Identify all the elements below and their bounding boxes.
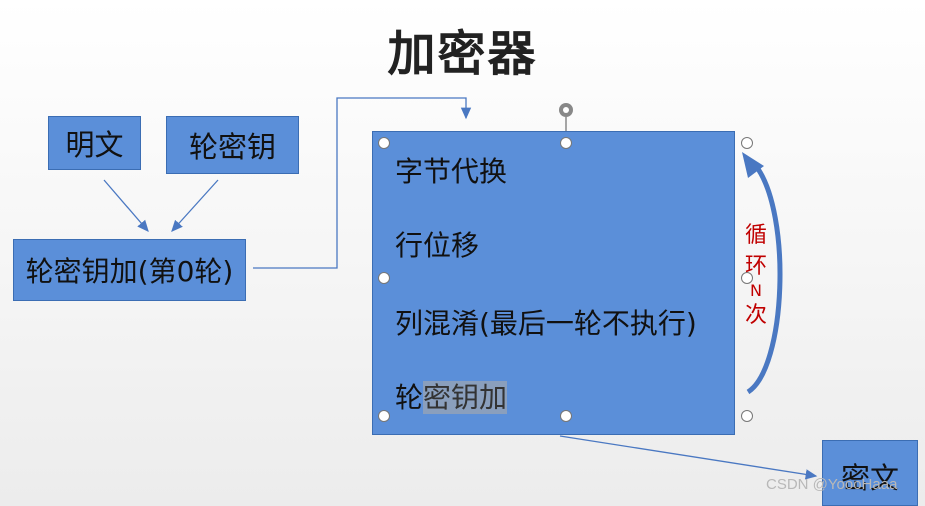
resize-handle-bottom-left[interactable] bbox=[378, 410, 390, 422]
step-text: 字节代换 bbox=[395, 155, 508, 188]
arrow-plaintext-to-addkey bbox=[103, 179, 149, 232]
step-mix-columns: 列混淆(最后一轮不执行) bbox=[395, 302, 697, 342]
resize-handle-left[interactable] bbox=[378, 272, 390, 284]
plaintext-box: 明文 bbox=[48, 116, 141, 170]
step-add-round-key[interactable]: 轮密钥加 bbox=[395, 376, 508, 416]
round-key-box: 轮密钥 bbox=[166, 116, 299, 174]
loop-char: N bbox=[750, 281, 762, 300]
resize-handle-bottom[interactable] bbox=[560, 410, 572, 422]
resize-handle-top[interactable] bbox=[560, 137, 572, 149]
watermark: CSDN @YoooHaaa bbox=[766, 476, 898, 493]
selected-text: 密钥加 bbox=[423, 381, 508, 414]
arrow-rounds-to-ciphertext bbox=[559, 435, 818, 480]
arrow-roundkey-to-addkey bbox=[171, 179, 219, 232]
resize-handle-top-left[interactable] bbox=[378, 137, 390, 149]
loop-char: 次 bbox=[744, 303, 767, 328]
step-text: 列混淆(最后一轮不执行) bbox=[395, 307, 697, 340]
page-title: 加密器 bbox=[387, 26, 538, 82]
round-steps-box[interactable]: 字节代换 行位移 列混淆(最后一轮不执行) 轮密钥加 bbox=[372, 131, 735, 435]
step-shift-rows: 行位移 bbox=[395, 224, 479, 264]
loop-char: 循 bbox=[744, 223, 767, 248]
step-sub-bytes: 字节代换 bbox=[395, 150, 507, 190]
loop-arrow-head bbox=[742, 152, 764, 178]
resize-handle-bottom-right[interactable] bbox=[741, 410, 753, 422]
loop-arrow bbox=[746, 164, 783, 395]
loop-label: 循 环 N 次 bbox=[743, 220, 769, 331]
resize-handle-top-right[interactable] bbox=[741, 137, 753, 149]
initial-add-round-key-box: 轮密钥加(第0轮) bbox=[13, 239, 246, 301]
step-text: 行位移 bbox=[395, 229, 480, 262]
loop-char: 环 bbox=[744, 254, 767, 279]
step-text: 轮 bbox=[395, 381, 424, 414]
resize-handle-right[interactable] bbox=[741, 272, 753, 284]
arrow-addkey-to-rounds bbox=[253, 97, 472, 269]
ciphertext-box: 密文 bbox=[822, 440, 918, 506]
